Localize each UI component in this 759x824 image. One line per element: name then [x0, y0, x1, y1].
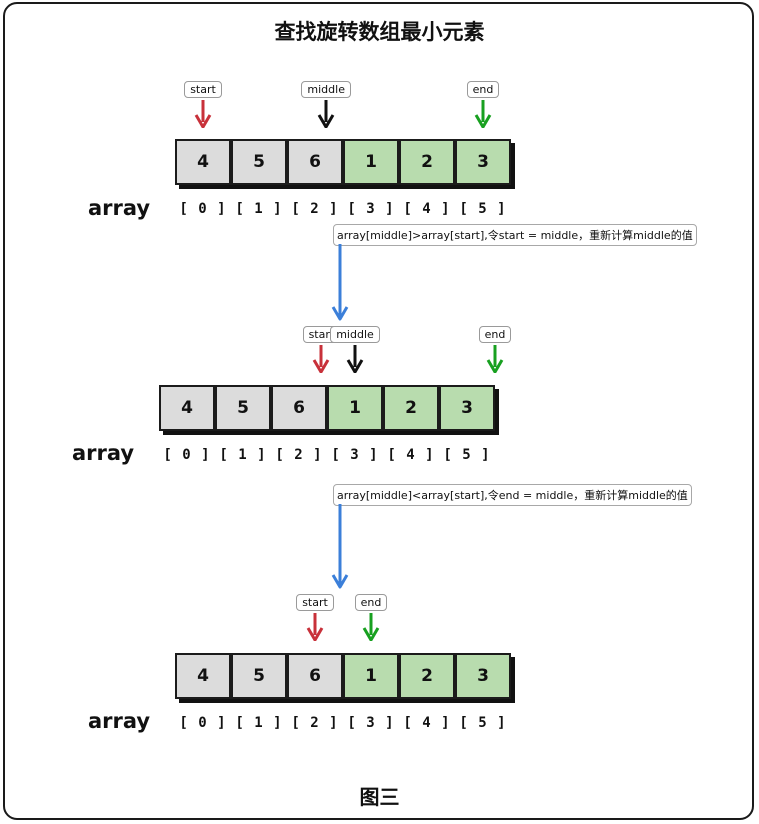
down-arrow-icon	[306, 613, 324, 641]
pointer-label: middle	[301, 81, 351, 98]
array-index: [ 1 ]	[235, 201, 283, 217]
array-cell: 1	[327, 385, 383, 431]
array-index: [ 2 ]	[275, 447, 323, 463]
array-cell: 2	[383, 385, 439, 431]
array-cell: 5	[231, 139, 287, 185]
pointer-label: end	[478, 326, 512, 343]
array-index: [ 1 ]	[235, 715, 283, 731]
down-arrow-icon	[317, 100, 335, 128]
array-index: [ 1 ]	[219, 447, 267, 463]
array-index: [ 0 ]	[179, 715, 227, 731]
array-cell: 6	[287, 139, 343, 185]
array-index: [ 5 ]	[459, 715, 507, 731]
array-index: [ 5 ]	[443, 447, 491, 463]
pointer-label: start	[296, 594, 334, 611]
pointer-end: end	[455, 323, 535, 373]
pointer-middle: middle	[286, 78, 366, 128]
array-cell: 3	[455, 139, 511, 185]
array-index: [ 3 ]	[347, 201, 395, 217]
pointer-middle: middle	[315, 323, 395, 373]
flow-arrow-icon	[331, 244, 349, 321]
array-index: [ 4 ]	[387, 447, 435, 463]
array-index: [ 3 ]	[331, 447, 379, 463]
down-arrow-icon	[474, 100, 492, 128]
array-label: array	[88, 196, 151, 220]
pointer-label: middle	[330, 326, 380, 343]
array-cell: 5	[215, 385, 271, 431]
array-index: [ 4 ]	[403, 715, 451, 731]
pointer-label: end	[354, 594, 388, 611]
array-index: [ 0 ]	[163, 447, 211, 463]
array-cell: 5	[231, 653, 287, 699]
figure-caption: 图三	[359, 785, 400, 809]
array-index: [ 2 ]	[291, 715, 339, 731]
step-note: array[middle]<array[start],令end = middle…	[333, 484, 692, 506]
pointer-end: end	[443, 78, 523, 128]
array-cell: 2	[399, 139, 455, 185]
down-arrow-icon	[362, 613, 380, 641]
array-cell: 1	[343, 139, 399, 185]
array-label: array	[88, 709, 151, 733]
array-cell: 2	[399, 653, 455, 699]
array-index: [ 5 ]	[459, 201, 507, 217]
array-index: [ 0 ]	[179, 201, 227, 217]
array-index: [ 4 ]	[403, 201, 451, 217]
step-note: array[middle]>array[start],令start = midd…	[333, 224, 697, 246]
diagram-frame	[3, 2, 754, 820]
down-arrow-icon	[194, 100, 212, 128]
array-cell: 3	[439, 385, 495, 431]
array-index: [ 3 ]	[347, 715, 395, 731]
pointer-label: end	[466, 81, 500, 98]
array-cell: 1	[343, 653, 399, 699]
array-cell: 6	[271, 385, 327, 431]
down-arrow-icon	[486, 345, 504, 373]
array-index: [ 2 ]	[291, 201, 339, 217]
array-cell: 3	[455, 653, 511, 699]
array-cell: 4	[175, 139, 231, 185]
pointer-start: start	[275, 591, 355, 641]
diagram-title: 查找旋转数组最小元素	[274, 19, 485, 44]
flow-arrow-icon	[331, 504, 349, 589]
array-cell: 4	[175, 653, 231, 699]
array-label: array	[72, 441, 135, 465]
down-arrow-icon	[313, 345, 330, 373]
array-cell: 6	[287, 653, 343, 699]
pointer-label: start	[184, 81, 222, 98]
pointer-start: start	[163, 78, 243, 128]
array-cell: 4	[159, 385, 215, 431]
pointer-end: end	[331, 591, 411, 641]
down-arrow-icon	[346, 345, 364, 373]
